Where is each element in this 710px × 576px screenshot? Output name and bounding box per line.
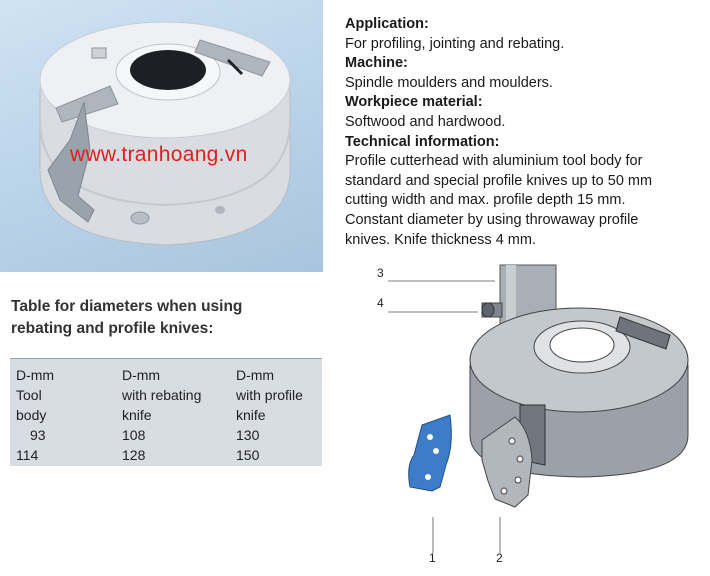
column-header: with rebating [122, 387, 202, 403]
heading-workpiece: Workpiece material: [345, 94, 483, 111]
table-column-profile: D-mm with profile knife 130 150 [236, 365, 303, 465]
callout-4: 4 [377, 296, 384, 310]
text-technical-line: cutting width and max. profile depth 15 … [345, 192, 626, 209]
table-column-rebating: D-mm with rebating knife 108 128 [122, 365, 201, 465]
table-cell: 150 [236, 447, 260, 463]
table-cell: 108 [122, 427, 146, 443]
diameter-table: D-mm Tool body 93 114 D-mm with rebating… [10, 358, 322, 466]
table-column-tool-body: D-mm Tool body 93 114 [16, 365, 54, 465]
callout-1: 1 [429, 551, 436, 565]
column-header: knife [122, 407, 152, 423]
exploded-drawing: 3 4 1 2 [370, 255, 710, 571]
table-title-line: rebating and profile knives: [11, 320, 214, 337]
watermark-text: www.tranhoang.vn [70, 143, 248, 166]
table-title: Table for diameters when using rebating … [11, 296, 311, 340]
column-header: knife [236, 407, 266, 423]
text-machine: Spindle moulders and moulders. [345, 74, 553, 91]
callout-2: 2 [496, 551, 503, 565]
text-application: For profiling, jointing and rebating. [345, 35, 565, 52]
text-technical-line: standard and special profile knives up t… [345, 172, 653, 189]
table-cell: 114 [16, 447, 39, 463]
column-header: D-mm [236, 367, 275, 383]
text-workpiece: Softwood and hardwood. [345, 113, 506, 130]
product-description: Application: For profiling, jointing and… [345, 15, 700, 250]
heading-machine: Machine: [345, 55, 408, 72]
column-header: body [16, 407, 47, 423]
column-header: D-mm [16, 367, 55, 383]
text-technical-line: Profile cutterhead with aluminium tool b… [345, 153, 643, 170]
text-technical-line: Constant diameter by using throwaway pro… [345, 211, 639, 228]
product-photo: www.tranhoang.vn [0, 0, 323, 272]
heading-technical: Technical information: [345, 133, 500, 150]
cutterhead-drawing [388, 264, 689, 553]
cutterhead-photo-illustration [39, 21, 291, 246]
table-cell: 128 [122, 447, 146, 463]
heading-application: Application: [345, 16, 429, 32]
table-cell: 130 [236, 427, 260, 443]
column-header: with profile [236, 387, 303, 403]
table-cell: 93 [30, 427, 46, 443]
text-technical-line: knives. Knife thickness 4 mm. [345, 231, 536, 248]
callout-3: 3 [377, 266, 384, 280]
column-header: Tool [16, 387, 42, 403]
column-header: D-mm [122, 367, 161, 383]
table-title-line: Table for diameters when using [11, 298, 243, 315]
